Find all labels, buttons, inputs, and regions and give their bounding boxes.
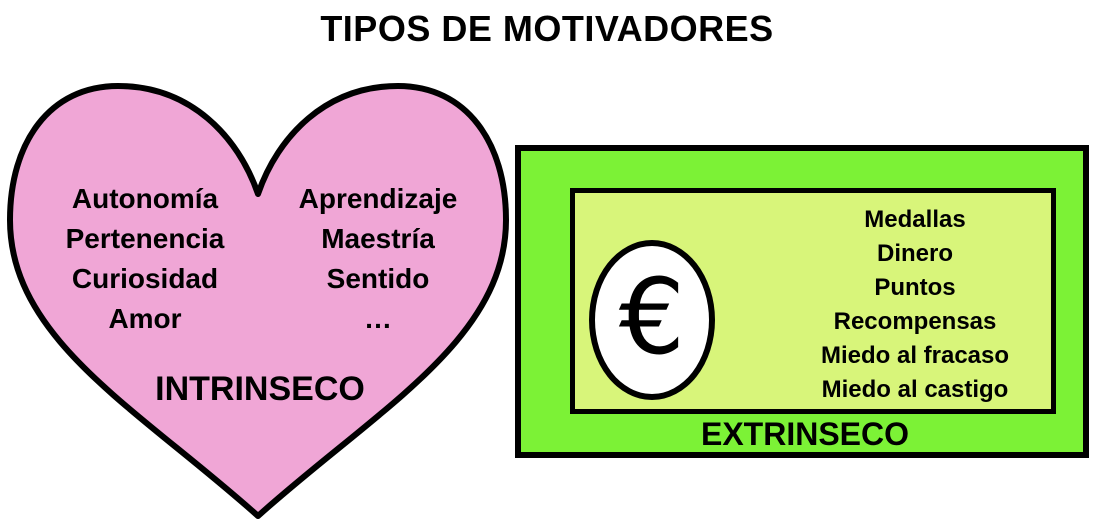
extrinsic-item: Medallas — [864, 206, 966, 233]
extrinsic-item: Dinero — [876, 240, 953, 267]
extrinsic-item: Miedo al fracaso — [820, 342, 1010, 369]
extrinsic-list: Medallas Dinero Puntos Recompensas Miedo… — [770, 203, 1060, 407]
euro-icon: € — [618, 256, 686, 378]
intrinsic-item: Autonomía — [71, 183, 219, 214]
extrinsic-label: EXTRINSECO — [700, 416, 910, 452]
intrinsic-item: Sentido — [326, 263, 430, 294]
intrinsic-item: Maestría — [321, 223, 435, 254]
intrinsic-item: Curiosidad — [71, 263, 219, 294]
intrinsic-right-list: Aprendizaje Maestría Sentido … — [268, 179, 488, 339]
diagram-title: TIPOS DE MOTIVADORES — [320, 8, 774, 49]
intrinsic-item: Amor — [108, 303, 182, 334]
intrinsic-item: Aprendizaje — [298, 183, 458, 214]
extrinsic-item: Recompensas — [833, 308, 997, 335]
intrinsic-left-list: Autonomía Pertenencia Curiosidad Amor — [30, 179, 260, 339]
extrinsic-item: Miedo al castigo — [821, 376, 1009, 403]
intrinsic-item: Pertenencia — [65, 223, 225, 254]
euro-coin: € — [589, 240, 715, 400]
heart-shape — [7, 83, 509, 519]
intrinsic-item: … — [364, 303, 392, 334]
extrinsic-item: Puntos — [874, 274, 956, 301]
intrinsic-label: INTRINSECO — [155, 370, 365, 408]
intrinsic-heart: Autonomía Pertenencia Curiosidad Amor Ap… — [0, 70, 520, 523]
